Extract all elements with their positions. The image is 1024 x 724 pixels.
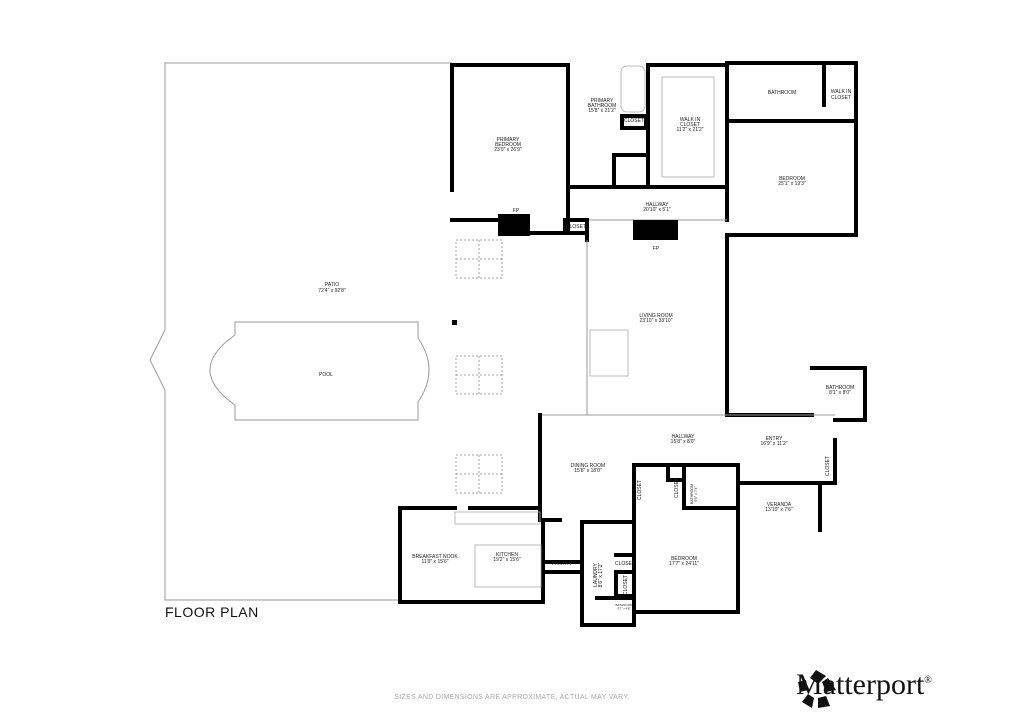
bedroom-right-dims: 25'1" x 19'3" <box>778 181 806 187</box>
kitchen-dims: 19'2" x 15'6" <box>493 557 521 563</box>
primary-bedroom-label-2: BEDROOM <box>495 142 521 148</box>
breakfast-nook-label: BREAKFAST NOOK <box>412 554 458 560</box>
svg-text:LAUNDRY8'6" x 17'2": LAUNDRY8'6" x 17'2" <box>593 562 604 587</box>
primary-bedroom-label: PRIMARY <box>497 137 520 143</box>
laundry-label: LAUNDRY <box>593 562 599 586</box>
patio-dims: 72'4" x 92'8" <box>318 288 346 294</box>
walk-in-closet-label: WALK IN <box>680 117 701 123</box>
bathroom-mid-dims: 8'1" x 8'0" <box>829 390 851 396</box>
bedroom-low-label: BEDROOM <box>671 556 697 562</box>
closet-label: CLOSET <box>637 480 643 500</box>
plan-title: FLOOR PLAN <box>165 604 259 620</box>
walk-in-closet-label-2: CLOSET <box>680 122 700 128</box>
dining-room-label: DINING ROOM <box>571 463 605 469</box>
primary-bedroom-dims: 23'0" x 26'9" <box>494 147 522 153</box>
hallway-top-label: HALLWAY <box>646 202 670 208</box>
closet-label: CLOSET <box>624 118 644 124</box>
entry-dims: 16'9" x 11'2" <box>760 441 787 447</box>
column <box>452 320 457 325</box>
fireplace-label: FP <box>513 208 520 214</box>
bathroom-mid-label: BATHROOM <box>826 385 855 391</box>
veranda-label: VERANDA <box>767 502 792 508</box>
fireplace-label: FP <box>653 246 660 252</box>
living-room-dims: 23'10" x 33'10" <box>640 318 673 324</box>
closet-label: CLOSET <box>674 478 680 498</box>
closet-label: CLOSET <box>825 456 831 476</box>
primary-bathroom-label: PRIMARY <box>591 98 614 104</box>
dining-room-dims: 15'8" x 18'0" <box>574 468 602 474</box>
kitchen-label: KITCHEN <box>496 552 518 558</box>
closet-label: CLOSET <box>566 224 586 230</box>
bathroom-tiny-dims: 5'7" x 4'8" <box>617 607 630 611</box>
bathroom-tiny-label: BATHROOM <box>615 603 633 607</box>
svg-text:BATHROOM9'5" x 7'4": BATHROOM9'5" x 7'4" <box>690 484 698 504</box>
disclaimer: SIZES AND DIMENSIONS ARE APPROXIMATE, AC… <box>394 694 630 701</box>
walk-in-closet-dims: 11'2" x 21'2" <box>676 127 703 133</box>
walls <box>398 61 867 627</box>
fireplace-living <box>633 220 678 240</box>
pantry-label: PANTRY <box>552 561 572 567</box>
walk-in-closet-2-label-2: CLOSET <box>831 95 851 101</box>
bathroom-small-label: BATHROOM <box>690 484 694 504</box>
matterport-star-icon <box>798 670 836 708</box>
bedroom-low-dims: 17'7" x 24'11" <box>669 561 699 567</box>
pergola-grid <box>455 239 503 494</box>
hallway-low-label: HALLWAY <box>672 434 696 440</box>
pool <box>209 321 430 421</box>
patio-outline <box>149 62 452 601</box>
matterport-logo: Matterport® <box>796 668 932 708</box>
primary-bathroom-dims: 15'8" x 21'2" <box>588 108 616 114</box>
veranda-dims: 13'10" x 7'6" <box>765 507 793 513</box>
bedroom-right-label: BEDROOM <box>779 176 805 182</box>
living-room-label: LIVING ROOM <box>639 313 672 319</box>
bathroom-top-label: BATHROOM <box>768 90 797 96</box>
entry-label: ENTRY <box>766 436 784 442</box>
fireplace-bedroom <box>498 214 530 236</box>
primary-bathroom-label-2: BATHROOM <box>588 103 617 109</box>
hallway-top-dims: 20'10" x 5'1" <box>643 207 671 213</box>
walk-in-closet-2-label: WALK IN <box>831 89 852 95</box>
patio-label: PATIO <box>325 282 339 288</box>
hallway-low-dims: 15'8" x 8'0" <box>671 439 696 445</box>
laundry-dims: 8'6" x 17'2" <box>598 562 604 587</box>
brand-registered: ® <box>924 675 932 686</box>
fixtures <box>454 65 715 588</box>
closet-label: CLOSET <box>615 561 635 567</box>
closet-label: CLOSET <box>623 575 629 595</box>
pool-label: POOL <box>319 372 333 378</box>
breakfast-nook-dims: 11'9" x 15'6" <box>421 559 448 565</box>
bathroom-small-dims: 9'5" x 7'4" <box>694 486 698 502</box>
